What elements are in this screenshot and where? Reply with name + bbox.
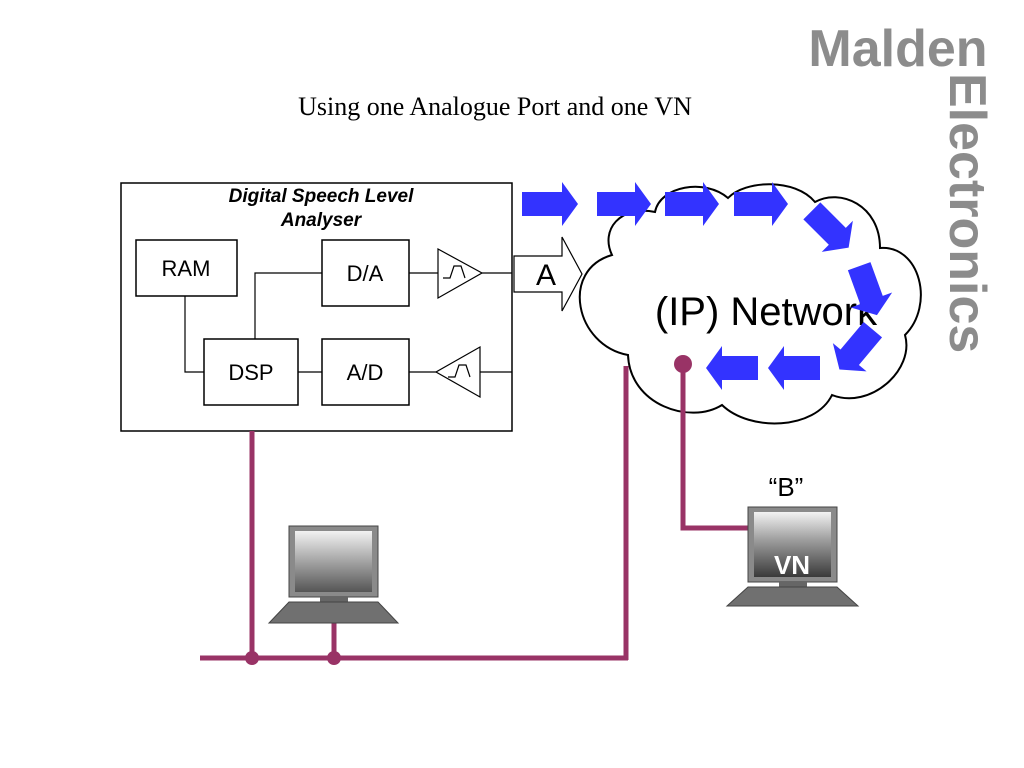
cable-junction-3 — [674, 355, 692, 373]
analyser-title-line2: Analyser — [280, 210, 363, 231]
flow-arrow-4 — [734, 182, 788, 226]
block-ad: A/D — [321, 338, 410, 406]
block-ram-label: RAM — [162, 256, 211, 281]
brand-name-electronics: Electronics — [938, 73, 996, 353]
flow-arrow-8 — [768, 346, 820, 390]
analyser-title-line1: Digital Speech Level — [229, 186, 415, 207]
flow-arrow-9 — [706, 346, 758, 390]
flow-arrow-6 — [847, 262, 893, 316]
flow-arrow-3 — [665, 182, 719, 226]
remote-label: “B” — [769, 472, 804, 502]
port-a-label: A — [536, 259, 556, 292]
laptop-remote-icon — [725, 506, 860, 607]
analyser-box — [120, 182, 513, 432]
flow-arrow-7 — [832, 321, 883, 372]
slide-title: Using one Analogue Port and one VN — [298, 92, 692, 121]
block-ram: RAM — [135, 239, 238, 297]
amplifier-out-icon — [437, 247, 484, 300]
analyser-wiring — [184, 272, 512, 373]
flow-arrow-1 — [522, 182, 578, 226]
network-label: (IP) Network — [655, 290, 878, 334]
cable-junction-1 — [245, 651, 259, 665]
brand-name-malden: Malden — [808, 20, 987, 78]
block-da: D/A — [321, 239, 410, 307]
cable-junction-2 — [327, 651, 341, 665]
port-a-arrow — [513, 236, 583, 312]
laptop-local-icon — [267, 525, 400, 624]
block-dsp-label: DSP — [228, 360, 273, 385]
flow-arrow-5 — [803, 202, 853, 252]
flow-arrow-2 — [597, 182, 651, 226]
block-dsp: DSP — [203, 338, 299, 406]
network-cables — [200, 364, 750, 661]
flow-arrows — [522, 182, 893, 390]
block-da-label: D/A — [347, 261, 384, 286]
block-ad-label: A/D — [347, 360, 384, 385]
remote-screen-text: VN — [774, 550, 810, 580]
amplifier-in-icon — [434, 345, 481, 399]
